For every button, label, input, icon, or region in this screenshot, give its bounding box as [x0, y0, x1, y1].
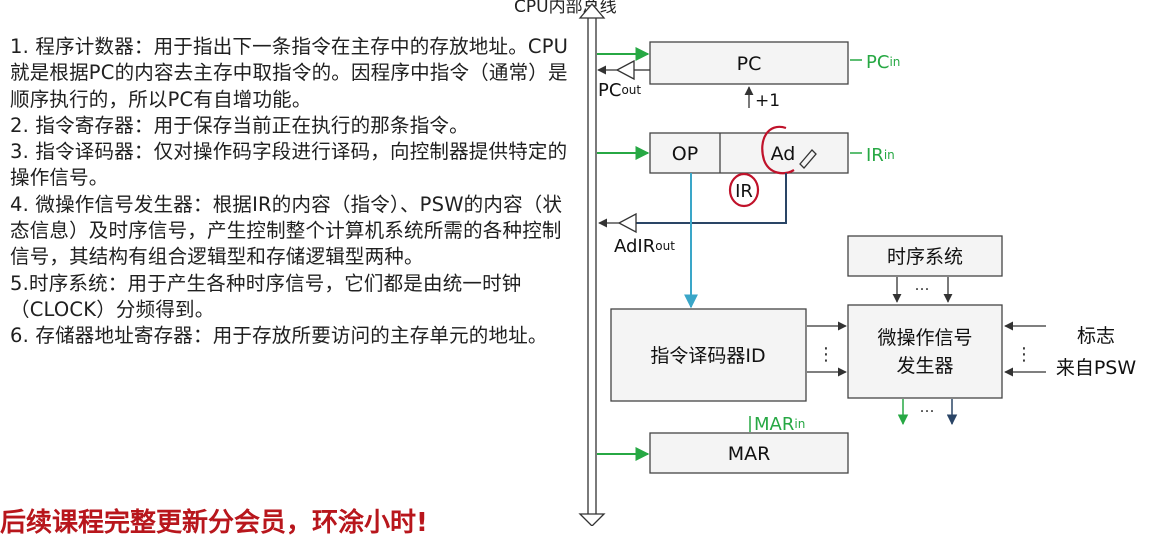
decoder-dots: ⋮ — [817, 344, 835, 365]
timing-dots: … — [915, 276, 930, 294]
decoder-box: 指令译码器ID — [610, 308, 807, 402]
micro-op-generator-label-1: 微操作信号 — [877, 327, 972, 349]
paragraph-timing: 5.时序系统：用于产生各种时序信号，它们都是由统一时钟（CLOCK）分频得到。 — [10, 271, 522, 321]
pc-out-label: PCout — [598, 80, 641, 101]
adir-out-label: AdIRout — [614, 236, 675, 257]
pc-out-buffer-icon — [615, 59, 635, 81]
op-field-label: OP — [672, 143, 698, 165]
mar-in-label: MARin — [754, 414, 805, 435]
adir-out-buffer-icon — [617, 212, 637, 234]
handwritten-circle-ir — [728, 172, 760, 208]
adir-out-path — [636, 173, 787, 224]
handwritten-ir-label: IR — [735, 181, 753, 202]
paragraph-pc: 1. 程序计数器：用于指出下一条指令在主存中的存放地址。CPU就是根据PC的内容… — [10, 35, 569, 111]
cpu-bus — [578, 3, 606, 526]
psw-dots: ⋮ — [1015, 344, 1033, 365]
from-psw-label: 来自PSW — [1056, 357, 1137, 379]
pc-register: PC — [649, 41, 849, 85]
mar-label: MAR — [728, 443, 771, 465]
ad-field-label: Ad — [771, 143, 796, 165]
mar-register: MAR — [649, 432, 849, 474]
decoder-label: 指令译码器ID — [650, 345, 765, 367]
pencil-icon — [799, 149, 817, 169]
description-panel: 1. 程序计数器：用于指出下一条指令在主存中的存放地址。CPU就是根据PC的内容… — [10, 34, 572, 486]
paragraph-micro-gen: 4. 微操作信号发生器：根据IR的内容（指令）、PSW的内容（状态信息）及时序信… — [10, 192, 563, 269]
pc-label: PC — [737, 53, 762, 75]
timing-system-box: 时序系统 — [847, 235, 1003, 277]
flags-label: 标志 — [1077, 325, 1115, 347]
paragraph-mar: 6. 存储器地址寄存器：用于存放所要访问的主存单元的地址。 — [10, 324, 548, 348]
increment-label: +1 — [755, 91, 780, 111]
control-out-dots: … — [920, 398, 935, 416]
ir-in-label: IRin — [866, 145, 895, 166]
micro-op-generator-label-2: 发生器 — [896, 355, 953, 377]
paragraph-ir: 2. 指令寄存器：用于保存当前正在执行的那条指令。 — [10, 113, 469, 137]
micro-op-generator-box: 微操作信号 发生器 — [847, 304, 1003, 399]
ir-register: OP Ad — [649, 132, 849, 174]
paragraph-decoder: 3. 指令译码器：仅对操作码字段进行译码，向控制器提供特定的操作信号。 — [10, 140, 568, 190]
timing-system-label: 时序系统 — [887, 246, 963, 268]
cpu-diagram: PC PCin PCout +1 OP Ad IRin IR AdIRout 时… — [578, 3, 1137, 526]
handwritten-circle-ad — [761, 125, 795, 175]
pc-in-label: PCin — [866, 52, 900, 73]
